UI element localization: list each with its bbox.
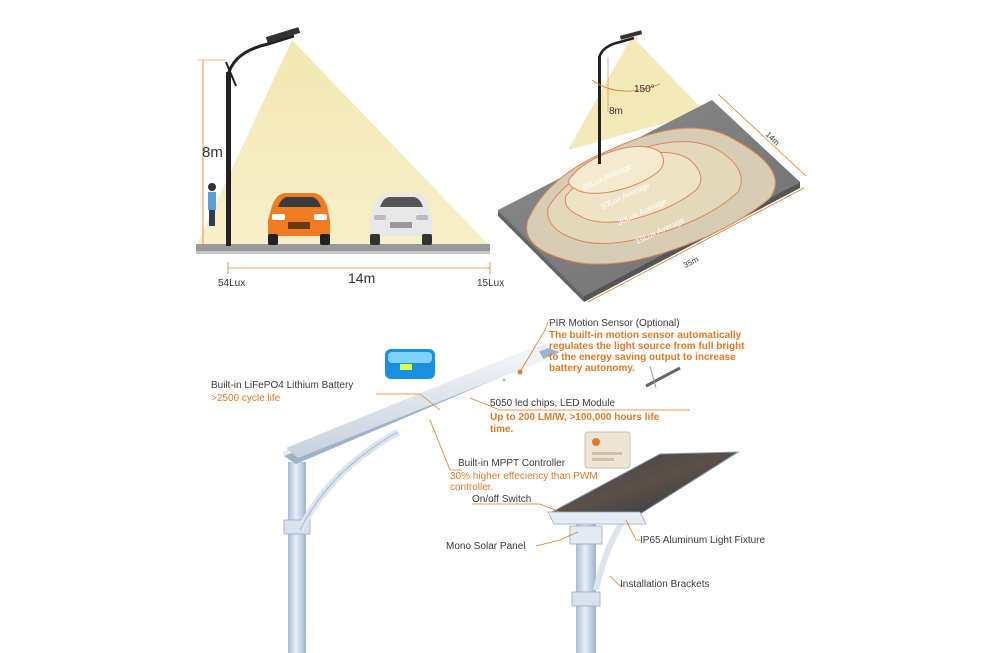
led-title: 5050 led chips, LED Module <box>490 398 616 409</box>
led-desc-2: time. <box>490 424 514 435</box>
battery-desc: >2500 cycle life <box>211 393 281 404</box>
lamp-top-panel <box>286 346 544 458</box>
fixture-label: IP65 Aluminum Light Fixture <box>640 535 766 546</box>
mppt-desc-2: controller. <box>450 482 494 493</box>
white-car <box>370 193 432 245</box>
lux-far-label: 15Lux <box>477 278 505 289</box>
side-height-label: 8m <box>202 144 223 161</box>
side-distance-label: 14m <box>348 270 376 286</box>
iso-angle-label: 150° <box>634 84 655 95</box>
pir-desc-1: The built-in motion sensor automatically <box>549 330 742 341</box>
side-view-scene <box>196 27 491 274</box>
street-pole <box>226 72 231 246</box>
pir-desc-3: to the energy saving output to increase <box>549 352 736 363</box>
mppt-controller-image <box>584 431 631 469</box>
lux-near-label: 54Lux <box>218 278 246 289</box>
iso-pole <box>598 56 601 164</box>
led-desc-1: Up to 200 LM/W, >100,000 hours life <box>490 412 660 423</box>
orange-car <box>268 193 330 245</box>
pir-title: PIR Motion Sensor (Optional) <box>549 318 680 329</box>
mppt-desc-1: 30% higher effeciency than PWM <box>450 471 598 482</box>
angle-arc <box>591 79 661 92</box>
battery-pack <box>385 349 435 379</box>
mppt-title: Built-in MPPT Controller <box>458 458 566 469</box>
lux-zones <box>526 127 776 265</box>
street-lamp-exploded <box>282 344 560 653</box>
led-module-image <box>640 360 685 396</box>
zone-65 <box>568 146 664 194</box>
switch-label: On/off Switch <box>472 494 532 505</box>
battery-title: Built-in LiFePO4 Lithium Battery <box>211 380 354 391</box>
solar-panel <box>550 451 740 515</box>
lamp-head <box>265 27 301 43</box>
iso-height-label: 8m <box>609 106 623 117</box>
solar-lamp-exploded <box>547 360 740 653</box>
solar-panel-label: Mono Solar Panel <box>446 541 526 552</box>
brackets-label: Installation Brackets <box>620 579 710 590</box>
solar-fixture-body <box>547 511 647 525</box>
pir-desc-2: regulates the light source from full bri… <box>549 341 745 352</box>
pir-desc-4: battery autonomy. <box>549 363 635 374</box>
isometric-lux-scene <box>498 30 807 303</box>
person-figure <box>208 183 216 226</box>
road-surface <box>196 244 490 251</box>
light-beam <box>196 40 490 246</box>
solar-pole <box>576 520 596 653</box>
callout-lines <box>376 321 690 587</box>
lamp-pole <box>288 462 306 653</box>
